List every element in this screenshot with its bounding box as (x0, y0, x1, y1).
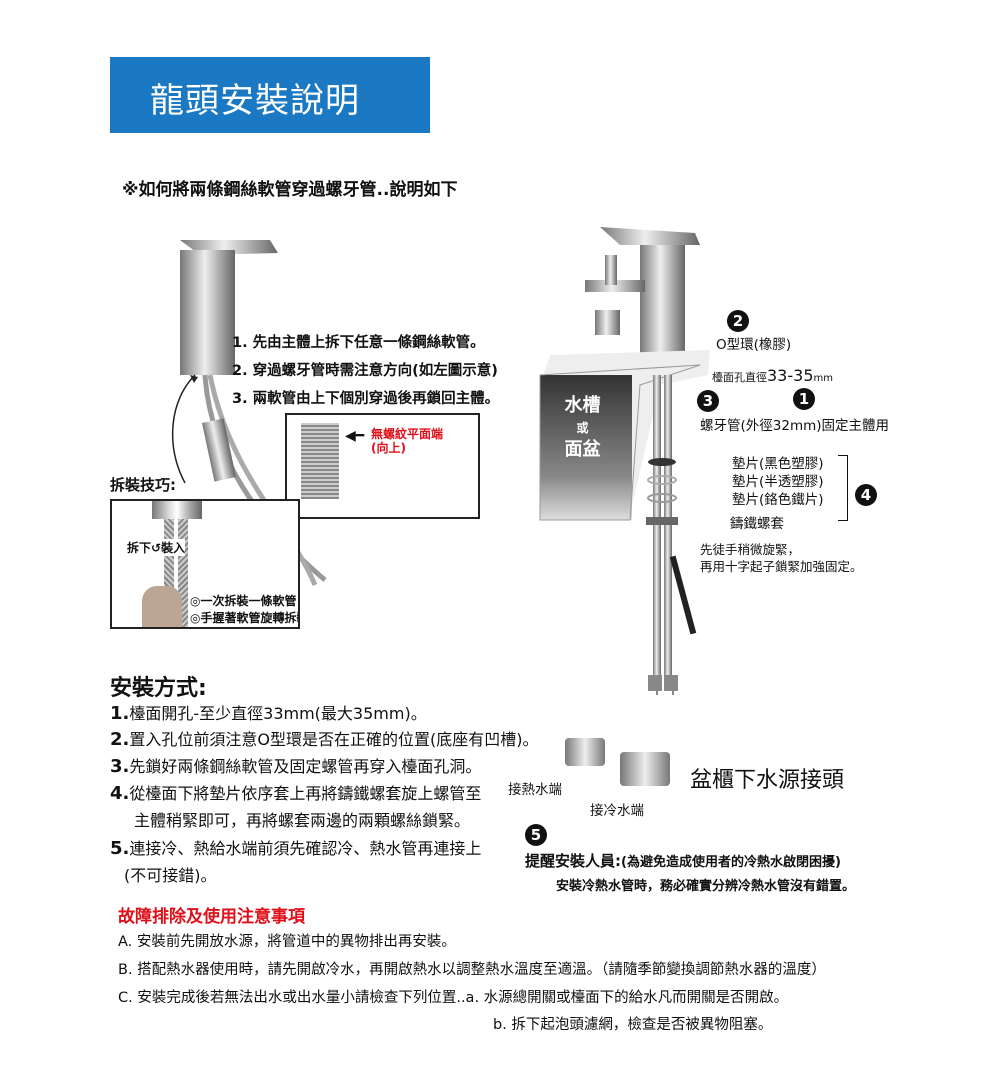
install-item-4-cont: 主體稍緊即可，再將螺套兩邊的兩顆螺絲鎖緊。 (134, 811, 471, 830)
left-step-1: 1. 先由主體上拆下任意一條鋼絲軟管。 (232, 335, 485, 351)
thread-pipe-image (301, 423, 339, 499)
item-number: 1. (110, 703, 130, 724)
tips-heading: 拆裝技巧: (110, 476, 176, 494)
sink-label-line: 水槽 (564, 395, 601, 416)
item-text: 連接冷、熱給水端前須先確認冷、熱水管再連接上 (129, 839, 482, 858)
item-text: 檯面開孔-至少直徑33mm(最大35mm)。 (129, 704, 427, 723)
reminder-label: 提醒安裝人員: (525, 852, 621, 870)
tighten-line: 再用十字起子鎖緊加強固定。 (700, 559, 863, 574)
reminder: 提醒安裝人員:(為避免造成使用者的冷熱水啟閉困擾) (525, 850, 841, 871)
hose-image (164, 519, 174, 627)
reminder-line2: 安裝冷熱水管時，務必確實分辨冷熱水管沒有錯置。 (556, 879, 856, 894)
trouble-heading: 故障排除及使用注意事項 (118, 907, 305, 927)
item-number: 5. (110, 838, 130, 859)
installation-diagram (539, 227, 710, 695)
install-item-4: 4.從檯面下將墊片依序套上再將鑄鐵螺套旋上螺管至 (110, 780, 481, 804)
sink-label-line: 面盆 (564, 439, 601, 460)
left-step-2: 2. 穿過螺牙管時需注意方向(如左圖示意) (232, 363, 498, 379)
hot-valve-image (565, 738, 605, 766)
bracket (838, 455, 848, 521)
hole-diameter: 檯面孔直徑33-35mm (712, 366, 833, 385)
item-number: 4. (110, 783, 130, 804)
install-item-1: 1.檯面開孔-至少直徑33mm(最大35mm)。 (110, 700, 427, 724)
install-heading: 安裝方式: (110, 676, 207, 701)
arrow-left-icon: ◀━ (345, 428, 365, 444)
flat-end-direction: (向上) (371, 441, 406, 455)
rotate-label: 拆下↺裝入 (127, 539, 186, 556)
rotate-icon: ↺ (151, 541, 162, 555)
trouble-item-c: C. 安裝完成後若無法出水或出水量小請檢查下列位置..a. 水源總開關或檯面下的… (118, 990, 789, 1006)
tighten-note: 先徒手稍微旋緊， 再用十字起子鎖緊加強固定。 (700, 541, 863, 575)
o-ring-label: O型環(橡膠) (716, 337, 792, 353)
page-title: 龍頭安裝說明 (150, 81, 360, 121)
thread-pipe-inset: ◀━ 無螺紋平面端(向上) (285, 413, 480, 519)
tighten-line: 先徒手稍微旋緊， (700, 542, 801, 557)
item-text: 先鎖好兩條鋼絲軟管及固定螺管再穿入檯面孔洞。 (129, 757, 482, 776)
left-step-3: 3. 兩軟管由上下個別穿過後再鎖回主體。 (232, 391, 500, 407)
washer-clear-label: 墊片(半透塑膠) (732, 474, 824, 490)
tips-notes: ◎一次拆裝一條軟管 ◎手握著軟管旋轉拆裝 (190, 593, 300, 627)
flat-end-note: 無螺紋平面端(向上) (371, 427, 443, 455)
item-number: 3. (110, 756, 130, 777)
callout-5: 5 (525, 824, 547, 846)
tips-box: 拆下↺裝入 ◎一次拆裝一條軟管 ◎手握著軟管旋轉拆裝 (110, 499, 300, 629)
nut-label: 鑄鐵螺套 (730, 516, 784, 532)
valve-title: 盆櫃下水源接頭 (690, 768, 845, 793)
remove-label: 拆下 (127, 541, 152, 555)
sink-label: 水槽或面盆 (560, 395, 605, 461)
hole-value: 33-35 (767, 366, 814, 385)
washer-black-label: 墊片(黑色塑膠) (732, 456, 824, 472)
hand-image (142, 586, 182, 627)
hole-unit: mm (813, 373, 833, 384)
cold-valve-image (620, 752, 670, 786)
thread-pipe-label: 螺牙管(外徑32mm)固定主體用 (700, 418, 890, 434)
subtitle: ※如何將兩條鋼絲軟管穿過螺牙管..說明如下 (122, 180, 458, 200)
item-text: 置入孔位前須注意O型環是否在正確的位置(底座有凹槽)。 (129, 730, 539, 749)
install-item-3: 3.先鎖好兩條鋼絲軟管及固定螺管再穿入檯面孔洞。 (110, 753, 481, 777)
faucet-hose-illustration (171, 240, 327, 586)
callout-4: 4 (855, 484, 877, 506)
callout-1: 1 (793, 388, 815, 410)
item-text: 從檯面下將墊片依序套上再將鑄鐵螺套旋上螺管至 (129, 784, 482, 803)
trouble-item-c-b: b. 拆下起泡頭濾網，檢查是否被異物阻塞。 (493, 1017, 773, 1033)
callout-2: 2 (727, 310, 749, 332)
install-item-5: 5.連接冷、熱給水端前須先確認冷、熱水管再連接上 (110, 835, 481, 859)
reminder-paren: (為避免造成使用者的冷熱水啟閉困擾) (621, 855, 841, 870)
title-banner: 龍頭安裝說明 (110, 57, 430, 133)
tip-note: ◎一次拆裝一條軟管 (190, 594, 297, 608)
flat-end-label: 無螺紋平面端 (371, 427, 444, 441)
tip-note: ◎手握著軟管旋轉拆裝 (190, 611, 300, 625)
trouble-item-b: B. 搭配熱水器使用時，請先開啟冷水，再開啟熱水以調整熱水溫度至適溫。（請隨季節… (118, 962, 826, 978)
faucet-base-image (152, 501, 202, 519)
install-item-5-cont: (不可接錯)。 (124, 866, 217, 885)
cold-end-label: 接冷水端 (590, 803, 644, 819)
hose-image (178, 519, 188, 627)
hot-end-label: 接熱水端 (508, 782, 562, 798)
item-number: 2. (110, 729, 130, 750)
trouble-item-a: A. 安裝前先開放水源，將管道中的異物排出再安裝。 (118, 934, 456, 950)
sink-label-line: 或 (576, 421, 589, 435)
callout-3: 3 (697, 390, 719, 412)
install-label: 裝入 (161, 541, 186, 555)
install-item-2: 2.置入孔位前須注意O型環是否在正確的位置(底座有凹槽)。 (110, 726, 538, 750)
washer-chrome-label: 墊片(鉻色鐵片) (732, 492, 824, 508)
hole-label: 檯面孔直徑 (712, 371, 767, 384)
